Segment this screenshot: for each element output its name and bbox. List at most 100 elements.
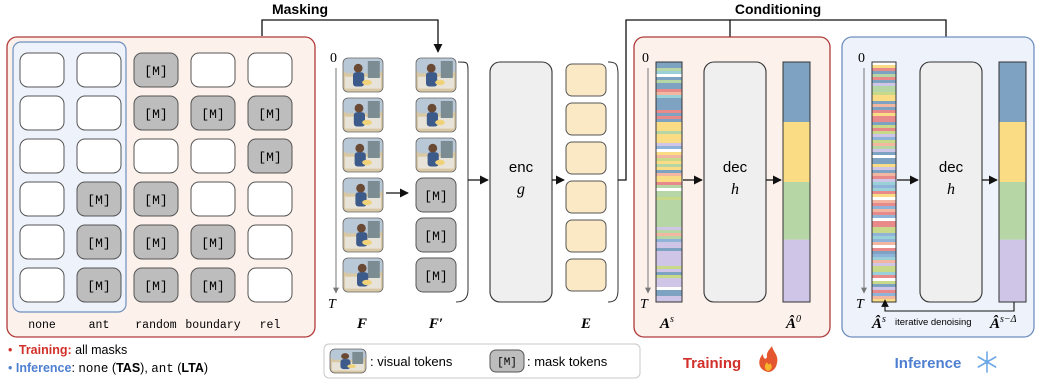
mask-token-label: [M] <box>424 189 447 204</box>
conditioning-connector-training <box>618 19 735 181</box>
note-text-2: ( <box>108 361 116 375</box>
conditioning-title: Conditioning <box>735 1 821 17</box>
sequence-stripe <box>872 221 896 225</box>
sequence-stripe <box>656 146 682 150</box>
label-A-hat-s-minus-base: Â <box>989 315 1000 332</box>
mask-token-cell: [M] <box>190 95 236 131</box>
mask-token: [M] <box>415 177 457 213</box>
label-F-prime: F′ <box>428 316 443 332</box>
note-text-1: : <box>71 361 78 375</box>
sequence-stripe <box>656 227 682 231</box>
empty-token-cell <box>19 138 65 174</box>
sequence-stripe <box>656 173 682 177</box>
encoder-symbol: g <box>517 181 525 198</box>
note-inference-head: Inference <box>16 361 72 375</box>
sequence-stripe <box>872 140 896 144</box>
sequence-stripe <box>872 143 896 147</box>
masking-title: Masking <box>272 1 328 17</box>
sequence-stripe <box>656 263 682 267</box>
sequence-stripe <box>872 236 896 240</box>
sequence-stripe <box>872 296 896 300</box>
iterative-denoising-label: iterative denoising <box>895 317 972 328</box>
empty-token-cell <box>247 224 293 260</box>
sequence-stripe <box>656 272 682 276</box>
empty-token-cell <box>19 52 65 88</box>
sequence-stripe <box>656 104 682 108</box>
decoder-symbol-inference: h <box>947 181 955 198</box>
mask-token-label: [M] <box>201 236 224 251</box>
sequence-stripe <box>872 287 896 291</box>
label-A-hat-s-minus: Âs−Δ <box>989 314 1017 332</box>
note-training-body: all masks <box>75 343 127 357</box>
sequence-stripe <box>872 257 896 261</box>
mask-token-cell: [M] <box>133 95 179 131</box>
sequence-stripe <box>656 71 682 75</box>
sequence-stripe <box>656 155 682 159</box>
label-E: E <box>580 316 591 332</box>
sequence-stripe <box>872 191 896 195</box>
sequence-stripe <box>656 200 682 204</box>
sequence-stripe <box>872 116 896 120</box>
mask-token-label: [M] <box>144 64 167 79</box>
sequence-stripe <box>872 266 896 270</box>
action-segment <box>783 239 810 302</box>
sequence-stripe <box>656 158 682 162</box>
mask-token-label: [M] <box>424 229 447 244</box>
mask-token-cell: [M] <box>133 267 179 303</box>
legend-mask-token: [M] <box>497 357 517 369</box>
axis-zero-inf: 0 <box>858 51 865 66</box>
sequence-stripe <box>872 182 896 186</box>
sequence-stripe <box>656 206 682 210</box>
axis-zero-train: 0 <box>642 51 649 66</box>
legend-visual-swatch <box>329 348 367 374</box>
sequence-stripe <box>872 248 896 252</box>
label-F: F <box>356 316 367 332</box>
sequence-stripe <box>872 185 896 189</box>
visual-token-frame <box>415 97 457 133</box>
sequence-border <box>655 61 683 303</box>
sequence-stripe <box>656 185 682 189</box>
sequence-stripe <box>656 287 682 291</box>
sequence-stripe <box>872 281 896 285</box>
sequence-stripe <box>656 116 682 120</box>
axis-end-inf: T <box>856 297 865 312</box>
sequence-stripe <box>872 83 896 87</box>
sequence-stripe <box>656 152 682 156</box>
sequence-border <box>998 61 1027 303</box>
mask-token-label: [M] <box>201 107 224 122</box>
mask-token-cell: [M] <box>133 224 179 260</box>
mask-token-cell: [M] <box>247 95 293 131</box>
sequence-stripe <box>872 209 896 213</box>
sequence-stripe <box>656 107 682 111</box>
sequence-stripe <box>872 125 896 129</box>
sequence-stripe <box>872 242 896 246</box>
mask-token-label: [M] <box>144 107 167 122</box>
embedding-token <box>565 102 607 136</box>
decoder-box-inference <box>919 61 983 303</box>
mask-token-cell: [M] <box>247 138 293 174</box>
empty-token-cell <box>19 95 65 131</box>
sequence-stripe <box>872 86 896 90</box>
mask-token-cell: [M] <box>190 224 236 260</box>
sequence-stripe <box>872 80 896 84</box>
sequence-stripe <box>656 230 682 234</box>
visual-token-frame <box>342 57 384 93</box>
sequence-stripe <box>656 197 682 201</box>
frame-column-F <box>342 57 384 293</box>
sequence-stripe <box>872 239 896 243</box>
sequence-stripe <box>656 101 682 105</box>
sequence-stripe <box>872 173 896 177</box>
visual-token-frame <box>342 257 384 293</box>
sequence-stripe <box>872 227 896 231</box>
sequence-stripe <box>656 128 682 132</box>
sequence-stripe <box>656 149 682 153</box>
note-tas: TAS <box>116 361 140 375</box>
sequence-stripe <box>872 224 896 228</box>
frame-column-F-prime: [M][M][M] <box>415 57 457 293</box>
visual-token-frame <box>342 217 384 253</box>
sequence-stripe <box>872 245 896 249</box>
e-brace <box>607 61 619 303</box>
empty-token-cell <box>247 52 293 88</box>
